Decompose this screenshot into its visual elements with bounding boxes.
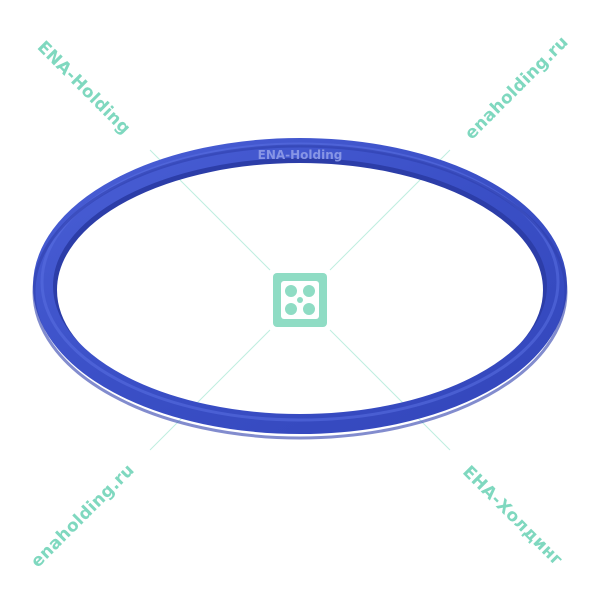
watermark-line-br: [329, 329, 451, 451]
ring-embossed-text: ENA-Holding: [258, 148, 343, 162]
watermark-line-bl: [149, 329, 271, 451]
o-ring: [32, 138, 568, 440]
fan-logo-icon: [273, 273, 327, 327]
